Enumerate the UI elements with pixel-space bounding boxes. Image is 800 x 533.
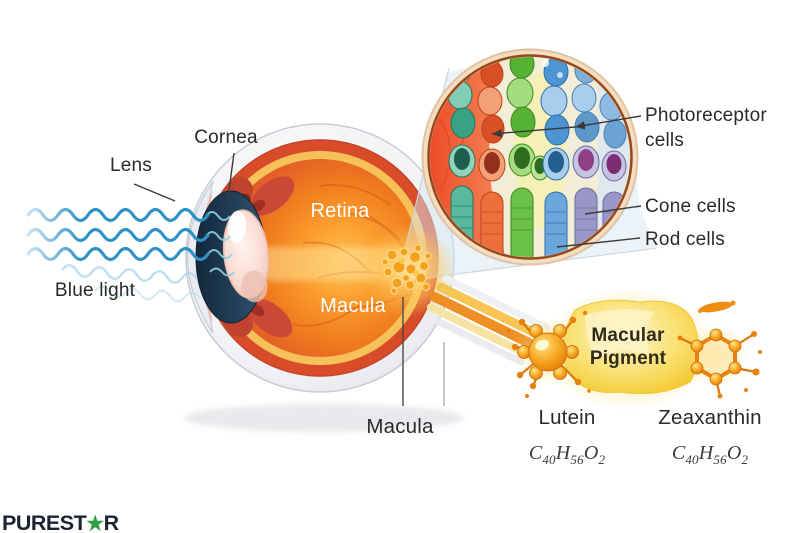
photoreceptor-label-line2: cells: [645, 130, 685, 151]
blue-light-in-eye: [205, 211, 235, 277]
rod-cell-green: [506, 57, 536, 257]
photoreceptor-leader-line-1: [574, 115, 642, 130]
cornea-label: Cornea: [194, 127, 258, 148]
macular-pigment-label-line2: Pigment: [589, 348, 667, 369]
macula-inner-label: Macula: [320, 295, 386, 317]
rod-cells-label: Rod cells: [645, 229, 725, 250]
rod-cell-teal: [447, 57, 476, 257]
lens-shape: [222, 209, 270, 303]
leader-lines: [133, 115, 642, 406]
macular-pigment-label-line1: Macular: [591, 325, 665, 346]
photoreceptor-leader-line-2: [491, 126, 576, 138]
retina-label: Retina: [310, 200, 370, 222]
purestar-logo: PUREST★R: [2, 511, 119, 533]
zeaxanthin-formula: C40H56O2: [671, 442, 749, 467]
rod-cell-blue: [540, 57, 570, 257]
lutein-formula: C40H56O2: [528, 442, 606, 467]
cone-cells-label: Cone cells: [645, 196, 736, 217]
eyeball: [185, 123, 455, 393]
rod-leader-line: [556, 237, 641, 248]
zeaxanthin-label: Zeaxanthin: [658, 406, 762, 429]
macular-pigment-label: Macular Pigment: [590, 324, 666, 370]
photoreceptor-cells-label: Photoreceptor cells: [645, 103, 767, 153]
macula-outer-label: Macula: [366, 415, 434, 438]
cone-leader-line: [584, 205, 642, 215]
lutein-label: Lutein: [538, 406, 596, 429]
purestar-logo-text-left: PUREST: [2, 511, 87, 533]
blue-light-waves: [26, 207, 210, 303]
zeaxanthin-molecule: [677, 300, 762, 399]
eye-shadow: [184, 404, 464, 432]
lens-label: Lens: [109, 155, 153, 176]
lens-leader-line: [133, 183, 176, 202]
rod-cell-orange: [477, 60, 506, 257]
photoreceptor-label-line1: Photoreceptor: [645, 105, 767, 126]
lutein-molecule: [506, 310, 591, 398]
purestar-logo-text-right: R: [103, 511, 120, 533]
purestar-star-icon: ★: [86, 513, 104, 533]
blue-light-label: Blue light: [54, 280, 136, 301]
cornea-leader-line: [227, 152, 235, 199]
macular-pigment-blob: [540, 287, 716, 411]
